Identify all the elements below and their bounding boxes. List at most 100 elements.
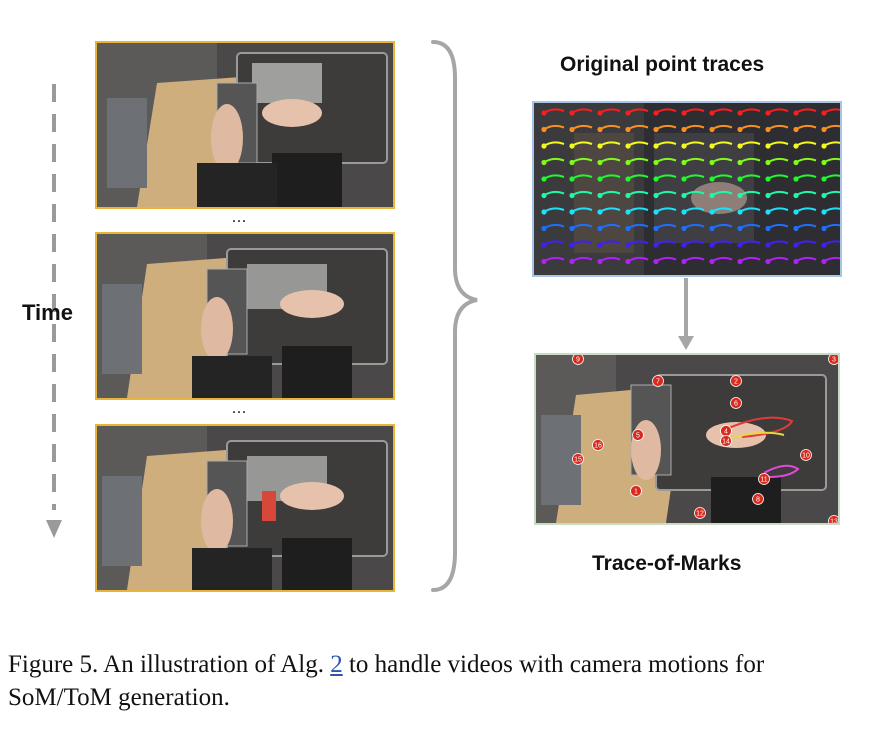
trace-point xyxy=(625,242,631,248)
trace-point xyxy=(653,159,659,166)
trace-point xyxy=(569,258,575,265)
trace-point xyxy=(793,110,799,116)
time-label: Time xyxy=(22,300,73,325)
trace-point xyxy=(737,209,743,215)
mark-6: 6 xyxy=(730,397,742,409)
trace-point xyxy=(597,225,603,232)
down-arrow xyxy=(678,278,694,350)
trace-point xyxy=(597,258,603,265)
trace-point xyxy=(653,225,659,232)
trace-point xyxy=(793,209,799,215)
trace-point xyxy=(681,209,687,215)
trace-point xyxy=(541,225,547,232)
mark-label: 13 xyxy=(830,519,838,523)
caption-suffix: to handle videos with camera motions for… xyxy=(8,651,765,711)
trace-point xyxy=(821,242,827,248)
trace-point xyxy=(625,143,631,149)
mark-11: 11 xyxy=(758,473,770,485)
trace-point xyxy=(541,143,547,149)
trace-point xyxy=(765,159,771,166)
trace-point xyxy=(737,126,743,133)
trace-point xyxy=(541,176,547,182)
mark-5: 5 xyxy=(632,429,644,441)
trace-of-marks-title: Trace-of-Marks xyxy=(592,552,742,575)
video-frame-1 xyxy=(95,41,395,209)
trace-point xyxy=(569,176,575,182)
trace-point xyxy=(653,192,659,199)
trace-point xyxy=(625,110,631,116)
mark-13: 13 xyxy=(828,515,838,523)
trace-point xyxy=(793,143,799,149)
trace-point xyxy=(793,192,799,199)
trace-point xyxy=(709,176,715,182)
trace-point xyxy=(569,159,575,166)
mark-1: 1 xyxy=(630,485,642,497)
trace-point xyxy=(681,126,687,133)
trace-point xyxy=(821,225,827,232)
trace-point xyxy=(569,143,575,149)
trace-point xyxy=(541,209,547,215)
trace-point xyxy=(597,209,603,215)
trace-point xyxy=(541,126,547,133)
trace-point xyxy=(625,209,631,215)
mark-10: 10 xyxy=(800,449,812,461)
mark-15: 15 xyxy=(572,453,584,465)
trace-point xyxy=(541,110,547,116)
trace-point xyxy=(737,242,743,248)
original-traces-title: Original point traces xyxy=(560,53,765,76)
trace-point xyxy=(625,225,631,232)
trace-point xyxy=(681,176,687,182)
time-axis-arrow xyxy=(46,84,62,538)
trace-point xyxy=(821,209,827,215)
trace-point xyxy=(821,176,827,182)
mark-label: 8 xyxy=(756,497,760,504)
trace-point xyxy=(569,110,575,116)
trace-point xyxy=(597,126,603,133)
video-frame-3 xyxy=(95,424,395,592)
mark-7: 7 xyxy=(652,375,664,387)
trace-point xyxy=(737,225,743,232)
trace-point xyxy=(653,143,659,149)
trace-point xyxy=(737,159,743,166)
mark-label: 10 xyxy=(802,453,810,460)
trace-point xyxy=(821,126,827,133)
trace-point xyxy=(709,126,715,133)
trace-point xyxy=(793,258,799,265)
trace-point xyxy=(625,258,631,265)
trace-point xyxy=(653,126,659,133)
trace-point xyxy=(597,143,603,149)
trace-point xyxy=(821,192,827,199)
caption-prefix: Figure 5. An illustration of Alg. xyxy=(8,651,331,678)
mark-label: 11 xyxy=(760,477,767,484)
mark-label: 12 xyxy=(696,511,704,518)
trace-point xyxy=(625,159,631,166)
trace-point xyxy=(709,192,715,199)
mark-label: 1 xyxy=(634,489,638,496)
trace-point xyxy=(709,209,715,215)
trace-point xyxy=(597,192,603,199)
mark-label: 14 xyxy=(722,439,730,446)
ellipsis-2: ... xyxy=(232,400,247,417)
mark-12: 12 xyxy=(694,507,706,519)
trace-point xyxy=(681,143,687,149)
trace-point xyxy=(821,258,827,265)
trace-point xyxy=(597,110,603,116)
trace-point xyxy=(597,176,603,182)
trace-point xyxy=(541,159,547,166)
trace-point xyxy=(737,258,743,265)
trace-point xyxy=(569,242,575,248)
trace-point xyxy=(793,126,799,133)
trace-point xyxy=(541,242,547,248)
algorithm-link[interactable]: 2 xyxy=(330,651,343,678)
trace-point xyxy=(653,258,659,265)
trace-point xyxy=(709,242,715,248)
original-traces-panel xyxy=(532,101,842,277)
figure-caption: Figure 5. An illustration of Alg. 2 to h… xyxy=(8,648,868,714)
trace-point xyxy=(681,110,687,116)
trace-point xyxy=(709,258,715,265)
trace-point xyxy=(765,143,771,149)
trace-point xyxy=(653,110,659,116)
trace-point xyxy=(625,192,631,199)
trace-point xyxy=(765,258,771,265)
